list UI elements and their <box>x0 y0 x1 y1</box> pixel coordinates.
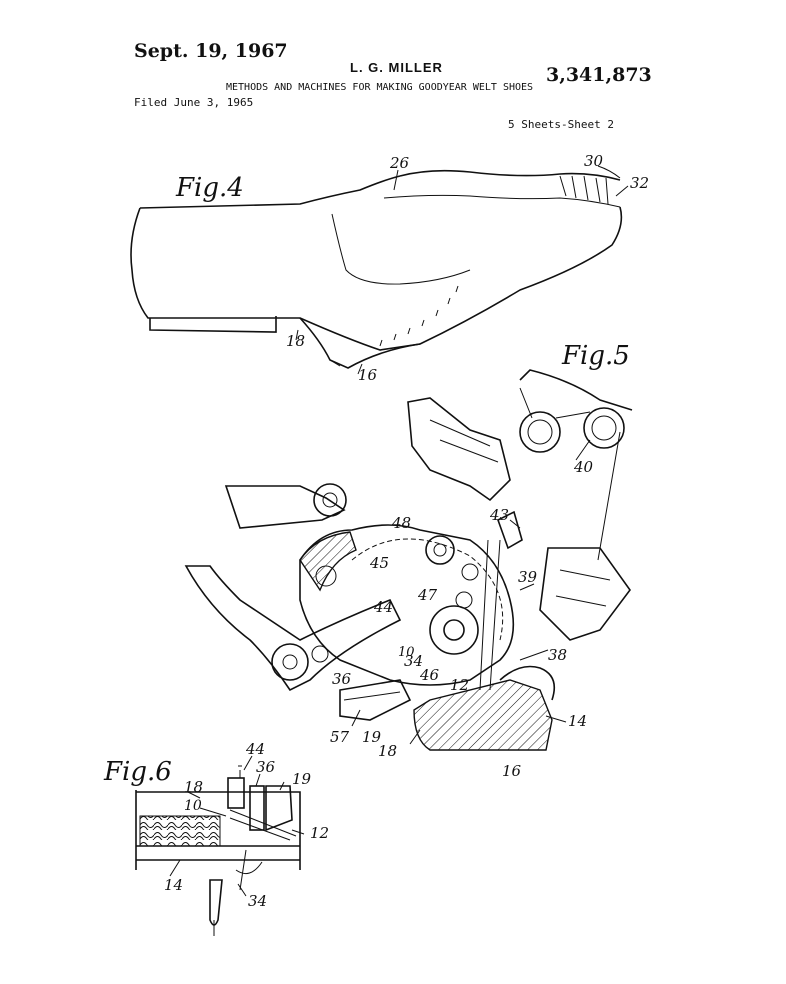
ref-26: 26 <box>389 154 410 172</box>
ref-18: 18 <box>286 332 305 350</box>
ref-10-fig6: 10 <box>184 798 202 814</box>
inventor-name: L. G. MILLER <box>350 60 443 75</box>
ref-45: 45 <box>369 554 389 572</box>
ref-16: 16 <box>358 366 378 384</box>
ref-19-fig6: 19 <box>292 770 312 788</box>
ref-18-fig5: 18 <box>378 742 397 760</box>
ref-19: 19 <box>362 728 382 746</box>
ref-43: 43 <box>489 506 509 524</box>
fig4-shoe-drawing: Fig.4 26 30 32 18 16 <box>130 152 649 384</box>
ref-34-fig6: 34 <box>248 892 267 910</box>
ref-32: 32 <box>630 174 649 192</box>
ref-48: 48 <box>391 514 411 532</box>
ref-34: 34 <box>404 652 423 670</box>
ref-38: 38 <box>548 646 567 664</box>
fig4-label: Fig.4 <box>175 173 244 203</box>
ref-12-fig6: 12 <box>310 824 329 842</box>
ref-14-fig6: 14 <box>164 876 183 894</box>
fig6-label: Fig.6 <box>103 757 172 787</box>
ref-12: 12 <box>450 676 469 694</box>
ref-18-fig6: 18 <box>184 778 203 796</box>
ref-46: 46 <box>419 666 440 684</box>
ref-44: 44 <box>373 598 393 616</box>
patent-number: 3,341,873 <box>546 64 652 86</box>
ref-40: 40 <box>573 458 594 476</box>
fig5-machine-drawing: Fig.5 40 48 43 45 47 39 44 10 34 36 46 1… <box>184 341 633 780</box>
ref-44-fig6: 44 <box>245 740 265 758</box>
fig5-label: Fig.5 <box>561 341 630 371</box>
ref-30: 30 <box>584 152 604 170</box>
ref-16-fig5: 16 <box>502 762 522 780</box>
ref-36: 36 <box>332 670 352 688</box>
patent-date: Sept. 19, 1967 <box>134 40 288 62</box>
fig6-detail-drawing: Fig.6 44 18 36 19 10 12 14 34 <box>103 740 329 936</box>
filed-date: Filed June 3, 1965 <box>134 96 254 109</box>
ref-47: 47 <box>417 586 438 604</box>
ref-39: 39 <box>518 568 538 586</box>
ref-14: 14 <box>568 712 587 730</box>
ref-57: 57 <box>330 728 350 746</box>
ref-10: 10 <box>398 645 415 660</box>
patent-title: METHODS AND MACHINES FOR MAKING GOODYEAR… <box>226 82 534 93</box>
ref-36-fig6: 36 <box>256 758 276 776</box>
sheet-count: 5 Sheets-Sheet 2 <box>508 118 614 131</box>
